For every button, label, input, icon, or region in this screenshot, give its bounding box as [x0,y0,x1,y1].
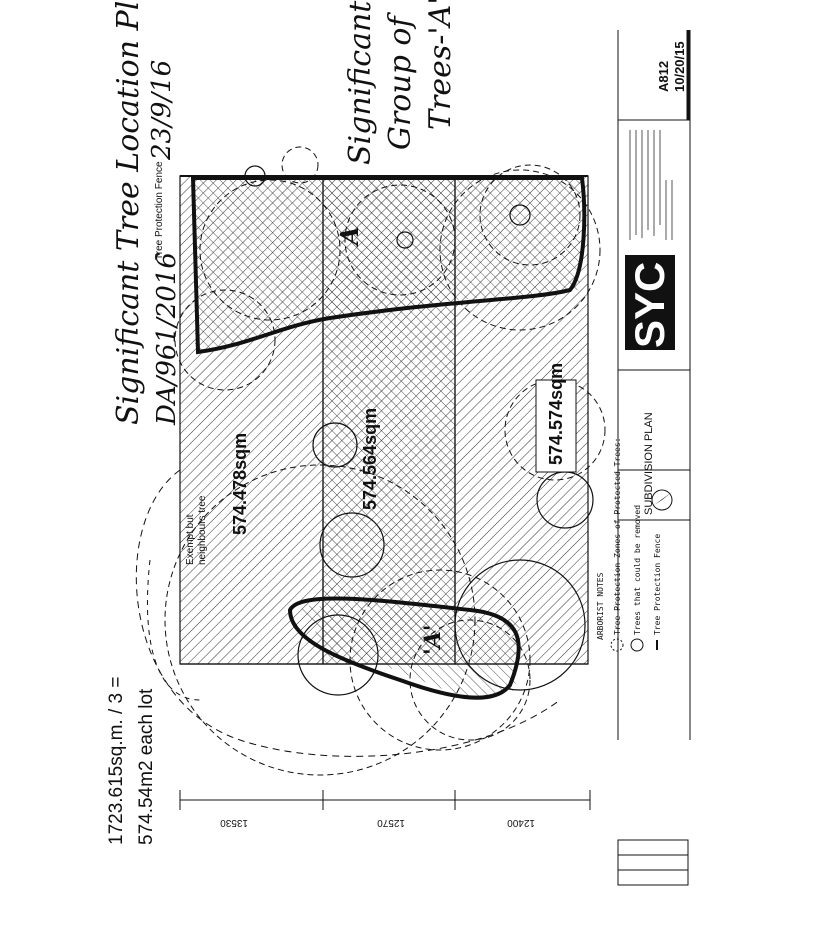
plan-date-handwritten: 23/9/16 [147,60,177,161]
north-arrow-pointer [654,492,672,505]
lot-3-area-box [535,379,577,473]
tree-circle [396,231,414,249]
tpz-circle [479,164,581,266]
tree-circle [319,512,385,578]
exempt-note-line2: neighbours tree [197,495,208,565]
group-marker-bottom: 'A' [420,624,446,655]
group-a-bottom-crosshatch [300,605,520,700]
tree-circle [454,559,586,691]
group-label-line2: Group of [383,12,418,150]
north-arrow-icon [651,489,673,511]
significant-group-a-top-outline [190,176,587,355]
legend-removed: Trees that could be removed [633,505,642,635]
area-calc-line2: 574.54m2 each lot [136,688,157,845]
tree-circle [312,422,358,468]
significant-group-a-bottom-outline [287,596,521,700]
dimension-lot-1: 13530 [220,817,248,828]
da-number: DA/961/2016 [152,252,182,426]
tpz-circle [164,464,476,776]
tpz-circle [199,179,341,321]
revision-table [617,839,689,886]
area-calc-line1: 1723.615sq.m. / 3 = [106,677,127,845]
group-label-line3: Trees-'A' [423,0,458,130]
legend-removed-icon [630,638,644,652]
canopy-arc [147,559,201,701]
tpz-circle [409,619,531,741]
company-logo-bg [625,255,675,350]
neighbour-canopy-arc [135,469,561,757]
group-a-top-crosshatch [195,180,580,352]
tree-protection-zones [164,146,606,776]
company-logo: SYC [626,262,673,348]
group-marker-top: A [335,226,364,247]
title-block: SUBDIVISION PLAN SYC A812 10/20/15 [617,30,691,740]
lot-1-area: 574.478sqm [230,433,250,535]
legend-fence: Tree Protection Fence [653,534,662,635]
lots [179,175,589,700]
plan-title: Significant Tree Location Plan [111,0,146,425]
tree-circle [297,614,379,696]
tpz-circle [174,289,276,391]
drawing-title: SUBDIVISION PLAN [643,412,655,515]
dimension-lot-2: 12570 [377,817,405,828]
exempt-note-line1: Exempt but [185,514,196,565]
dimension-line [179,790,591,810]
fence-label: Tree Protection Fence [154,161,165,260]
lot-2-area: 574.564sqm [360,408,380,510]
dimension-lot-3: 12400 [507,817,535,828]
tpz-circle [344,184,456,296]
title-block-fineprint [629,130,673,240]
tpz-circle [281,146,319,184]
tpz-circle [439,169,601,331]
drawing-number: A812 [656,61,671,92]
tree-circle [509,204,531,226]
group-label-line1: Significant [343,0,378,165]
lot-3-area: 574.574sqm [546,363,566,465]
legend-zone-icon [610,638,624,652]
drawing-date: 10/20/15 [672,41,687,92]
arborist-heading: ARBORIST NOTES [596,572,605,640]
